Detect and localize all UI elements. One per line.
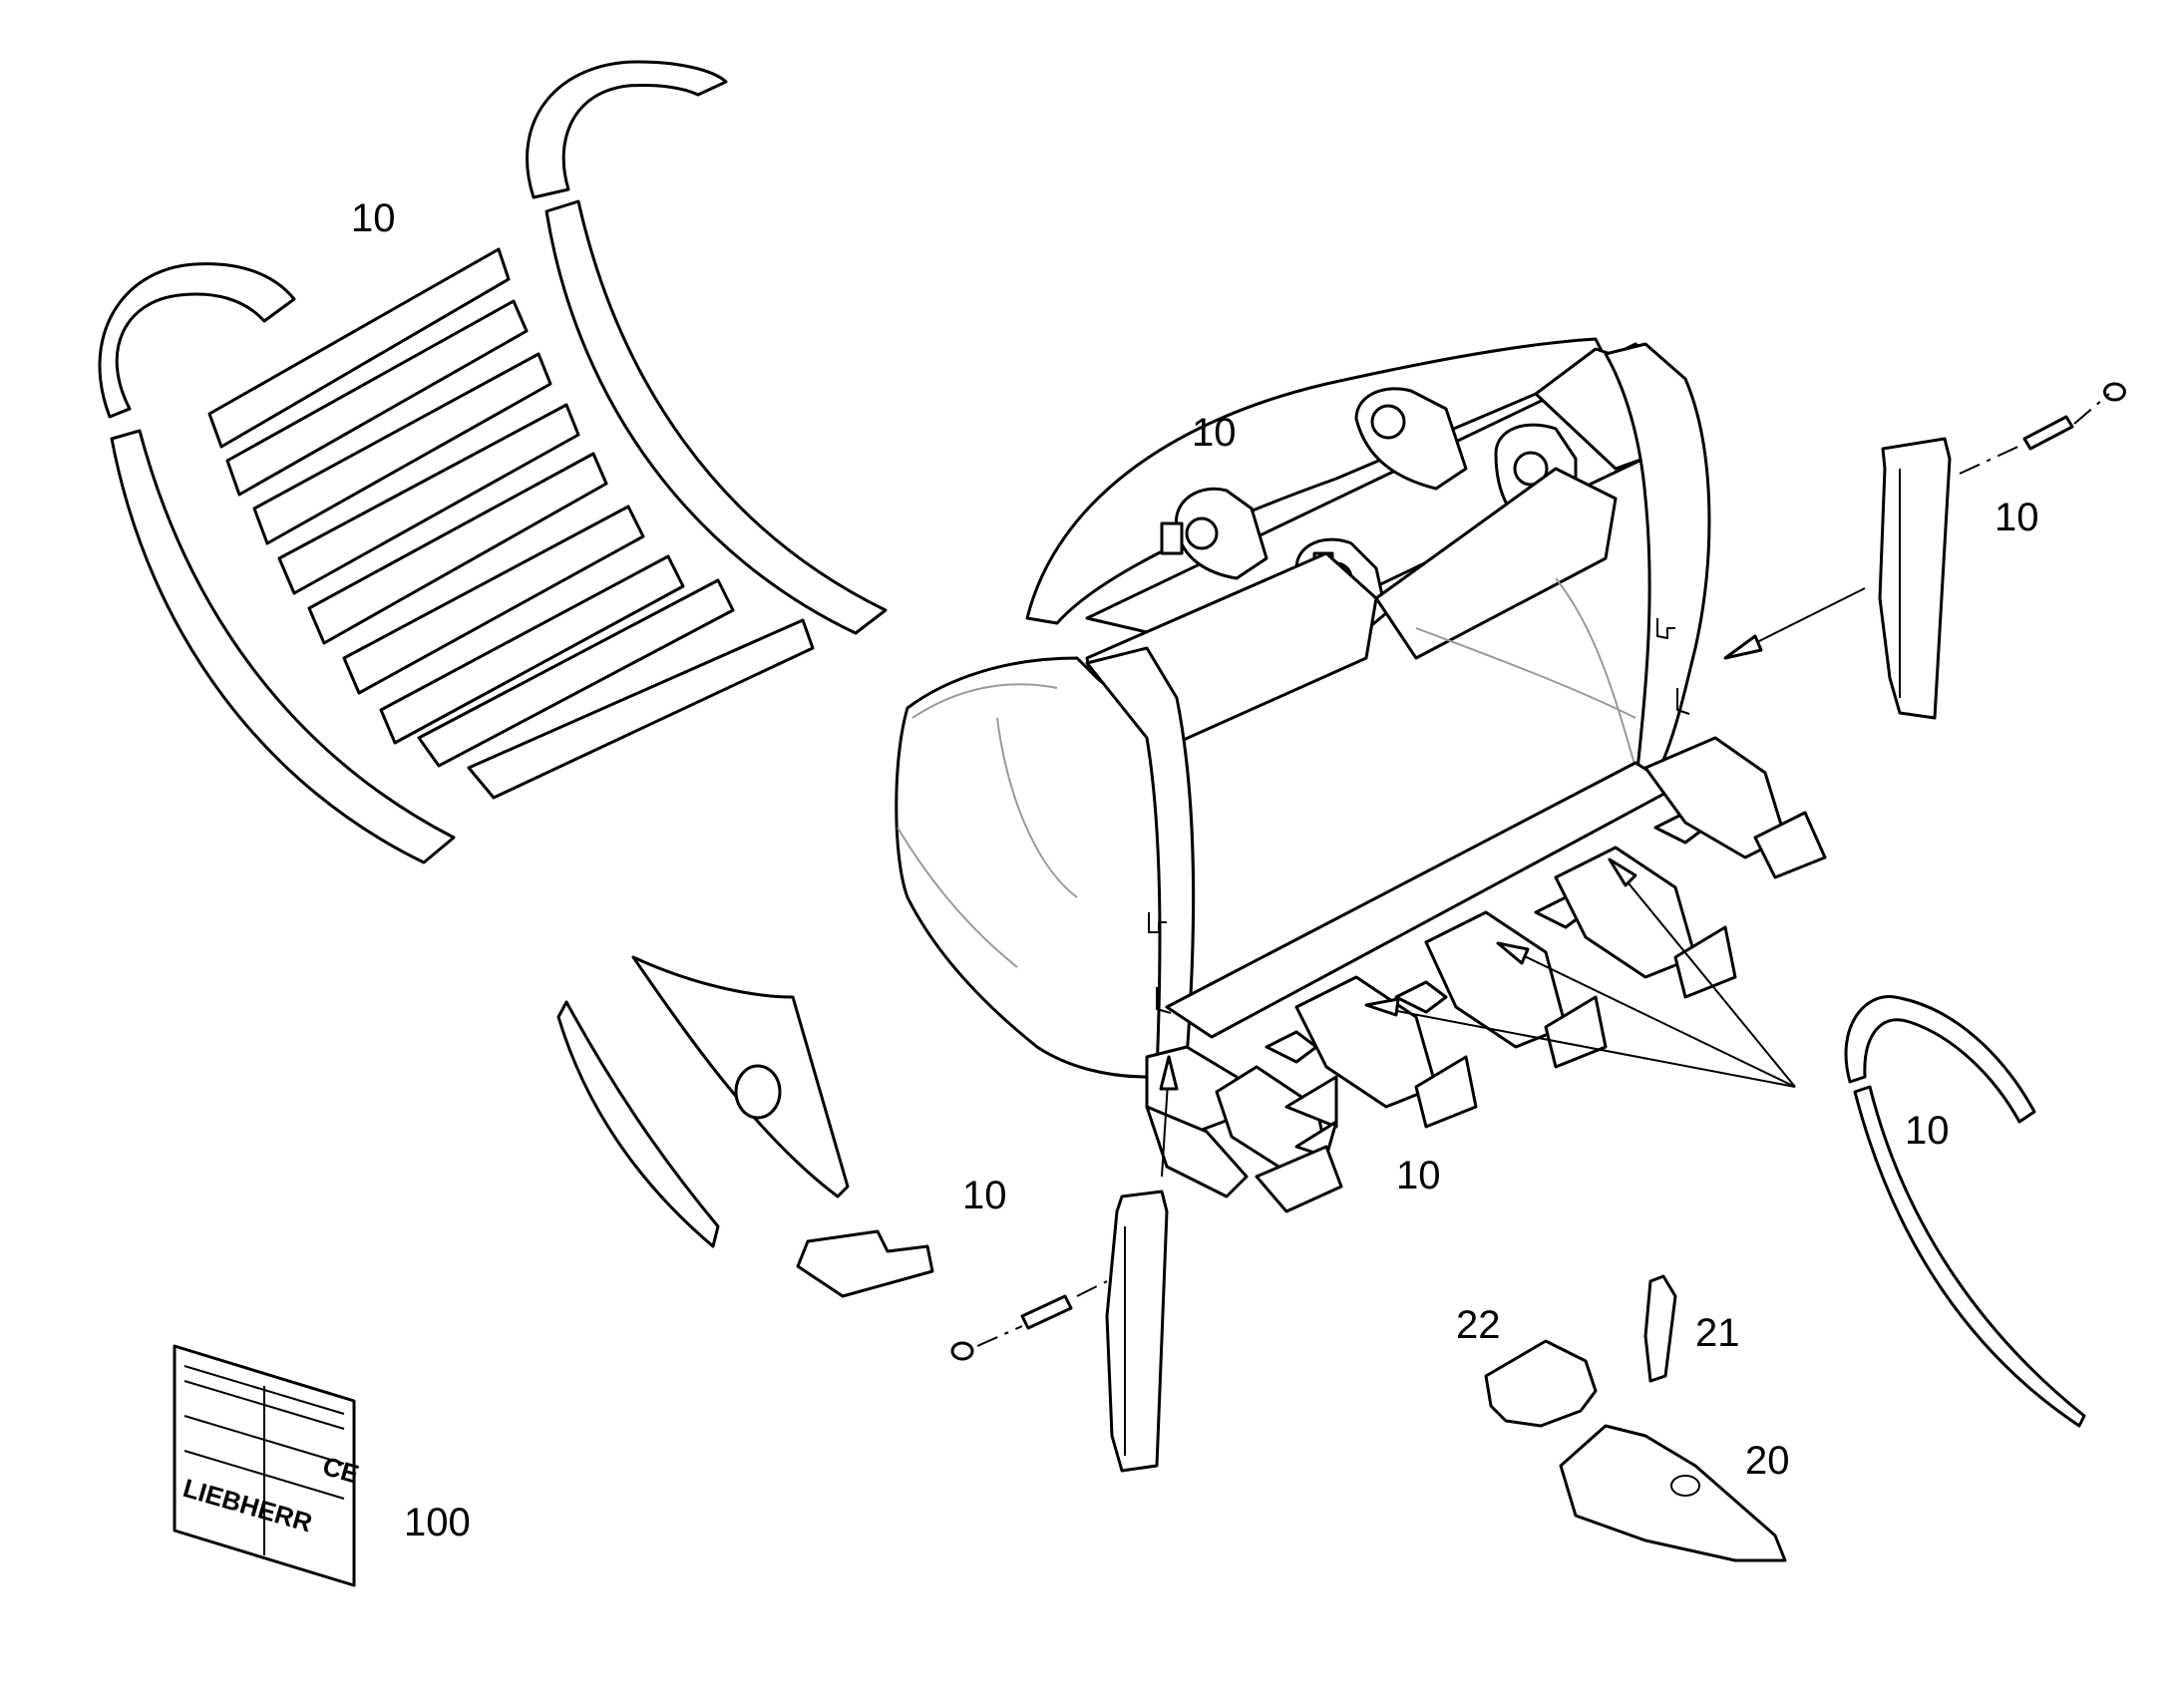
callout-100-nameplate: 100 <box>404 1501 471 1544</box>
right-side-cutter-group <box>1878 382 2126 720</box>
tooth-system-parts <box>1484 1274 1787 1562</box>
bucket-assembly <box>895 337 1827 1213</box>
callout-10-left-cutter: 10 <box>962 1174 1007 1217</box>
tooth-adapter-20 <box>1559 1424 1787 1562</box>
left-top-arc-strip <box>98 262 296 419</box>
callout-10-wear-strips: 10 <box>351 196 396 240</box>
callout-labels: 10 10 10 10 10 10 22 21 20 100 <box>351 196 2039 1544</box>
callout-22-tooth-cap: 22 <box>1456 1303 1501 1347</box>
leader-arrows <box>1159 587 1866 1178</box>
right-long-curved-strip <box>545 199 888 635</box>
nameplate-100: LIEBHERR CE <box>173 1344 362 1587</box>
tooth-retainer-21 <box>1643 1274 1677 1383</box>
right-retainer-washer <box>2103 382 2126 402</box>
mid-crossbar <box>1374 467 1618 660</box>
tooth-adapters <box>1215 736 1787 1174</box>
right-long-skid-strip <box>1853 1085 2086 1428</box>
left-retainer-washer <box>950 1341 974 1361</box>
callout-10-bucket: 10 <box>1192 411 1237 455</box>
gusset-hole <box>734 1064 782 1120</box>
left-side-cutter <box>1105 1190 1169 1473</box>
left-long-curved-strip <box>110 429 456 864</box>
left-side-plate <box>895 656 1186 1079</box>
tooth-tips <box>1255 811 1827 1213</box>
callout-21-retainer: 21 <box>1695 1311 1740 1355</box>
flat-wear-plates <box>207 247 815 800</box>
right-top-arc-strip <box>526 60 728 199</box>
wear-strip-kit <box>98 60 888 864</box>
left-retainer-pin <box>1020 1294 1073 1330</box>
right-skid-group <box>1844 995 2086 1428</box>
wear-block <box>796 1229 934 1298</box>
right-top-hook-strip <box>1844 995 2036 1124</box>
callout-10-right-skid: 10 <box>1905 1109 1950 1153</box>
left-lower-group <box>556 955 1169 1473</box>
tooth-cap-22 <box>1484 1339 1598 1428</box>
callout-10-teeth: 10 <box>1396 1154 1441 1197</box>
callout-10-right-cutter: 10 <box>1995 496 2039 539</box>
callout-20-adapter: 20 <box>1745 1439 1790 1483</box>
right-side-cutter <box>1878 437 1952 720</box>
right-retainer-pin <box>2022 415 2074 451</box>
lower-curved-skid <box>556 1000 720 1248</box>
